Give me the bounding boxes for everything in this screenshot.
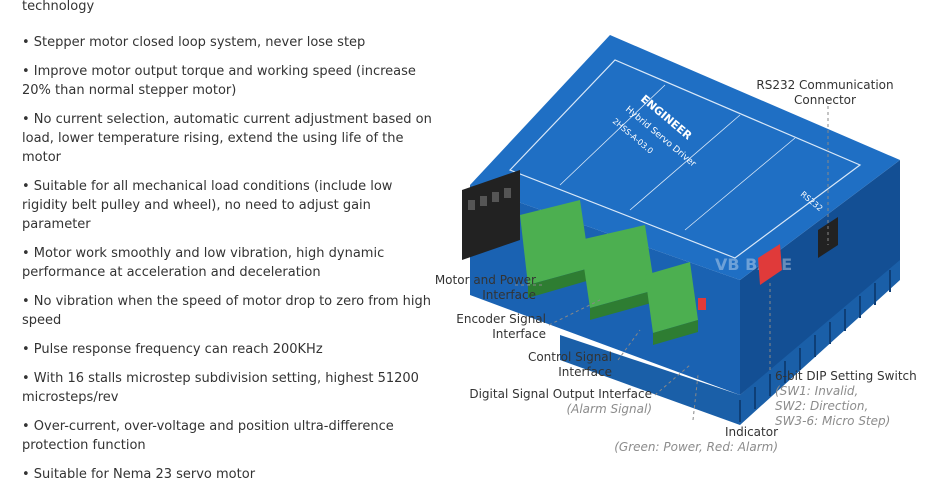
feature-item: • With 16 stalls microstep subdivision s…	[22, 371, 419, 405]
callout-indicator-sub: (Green: Power, Red: Alarm)	[614, 440, 778, 454]
callout-dip-sub2: SW2: Direction,	[775, 399, 869, 413]
dip-switch	[758, 244, 782, 285]
callout-dip-sub1: (SW1: Invalid,	[775, 384, 859, 398]
callout-dip-line1: 6-bit DIP Setting Switch	[775, 369, 917, 383]
servo-driver-image: ENGINEER Hybrid Servo Driver 2HSS-A-03.0…	[462, 35, 900, 425]
indicator-led	[698, 298, 706, 310]
callout-rs232: RS232 Communication Connector	[750, 78, 900, 108]
callout-digital-output: Digital Signal Output Interface (Alarm S…	[430, 387, 652, 417]
callout-digital-line1: Digital Signal Output Interface	[469, 387, 652, 401]
callout-rs232-line2: Connector	[794, 93, 856, 107]
callout-motor-power: Motor and Power Interface	[410, 273, 536, 303]
callout-encoder-line2: Interface	[492, 327, 546, 341]
device-label-panel	[508, 59, 862, 259]
callout-motor-power-line1: Motor and Power	[434, 273, 536, 287]
callout-encoder: Encoder Signal Interface	[420, 312, 546, 342]
callout-motor-power-line2: Interface	[482, 288, 536, 302]
callout-dip-sub3: SW3-6: Micro Step)	[775, 414, 891, 428]
feature-item: • Suitable for all mechanical load condi…	[22, 179, 393, 232]
callout-digital-sub: (Alarm Signal)	[566, 402, 652, 416]
motor-power-terminal	[462, 170, 520, 260]
callout-control-line1: Control Signal	[527, 350, 612, 364]
callout-rs232-line1: RS232 Communication	[756, 78, 894, 92]
encoder-terminal	[520, 200, 590, 298]
feature-item: technology	[22, 0, 95, 14]
callout-control-line2: Interface	[558, 365, 612, 379]
callout-encoder-line1: Encoder Signal	[456, 312, 546, 326]
feature-item: • Over-current, over-voltage and positio…	[22, 419, 394, 453]
feature-item: • Improve motor output torque and workin…	[22, 64, 416, 98]
control-terminal	[580, 225, 655, 320]
feature-item: • Stepper motor closed loop system, neve…	[22, 35, 366, 50]
rs232-connector	[818, 217, 838, 258]
device-side-face	[740, 160, 900, 395]
callout-indicator: Indicator (Green: Power, Red: Alarm)	[590, 425, 778, 455]
feature-item: • Suitable for Nema 23 servo motor	[22, 467, 256, 482]
feature-item: • Pulse response frequency can reach 200…	[22, 342, 323, 357]
alarm-output-terminal	[645, 262, 698, 345]
feature-item: • No vibration when the speed of motor d…	[22, 294, 431, 328]
feature-item: • Motor work smoothly and low vibration,…	[22, 246, 385, 280]
heat-sink-fins	[560, 255, 900, 425]
feature-item: • No current selection, automatic curren…	[22, 112, 432, 165]
callout-dip-switch: 6-bit DIP Setting Switch (SW1: Invalid, …	[775, 369, 945, 429]
callout-control: Control Signal Interface	[490, 350, 612, 380]
callout-indicator-line1: Indicator	[724, 425, 778, 439]
